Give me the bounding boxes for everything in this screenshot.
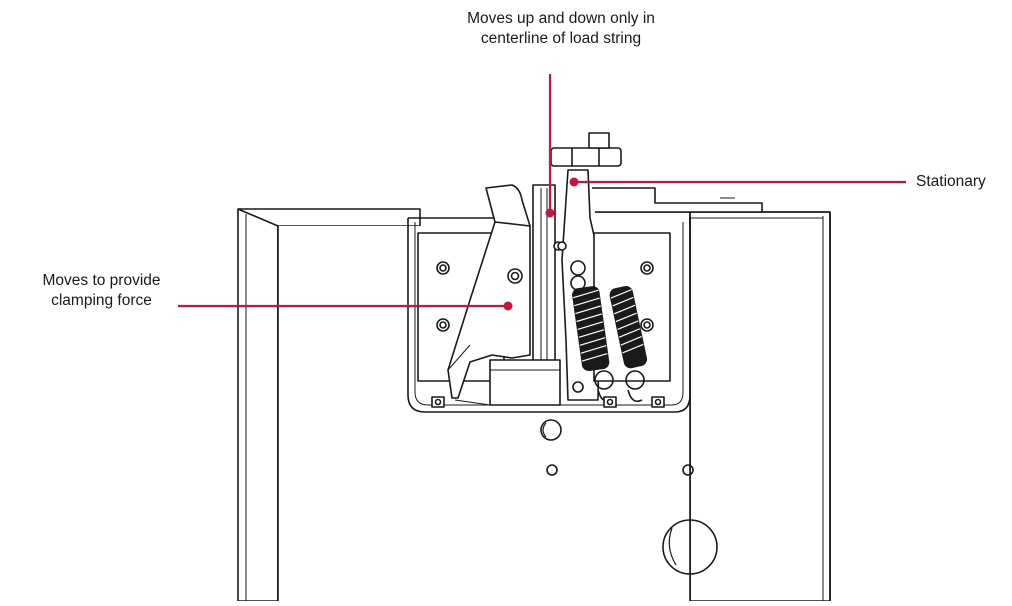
- callout-label-wedge-line-2: clamping force: [51, 292, 152, 309]
- callout-leaders: [178, 74, 906, 308]
- screw-icon: [431, 396, 665, 408]
- callout-label-stationary: Stationary: [916, 173, 986, 190]
- center-slider: [489, 184, 563, 406]
- callout-label-wedge-line-1: Moves to provide: [42, 272, 161, 289]
- body-holes: [540, 419, 718, 575]
- callout-label-slider: Moves up and down only in centerline of …: [396, 9, 726, 49]
- right-body-block: [689, 211, 831, 602]
- moving-wedge: [447, 184, 531, 399]
- callout-label-slider-line-1: Moves up and down only in: [467, 10, 655, 27]
- callout-label-slider-line-2: centerline of load string: [480, 30, 642, 47]
- spring-icon: [570, 260, 648, 403]
- callout-dot-icon: [503, 177, 579, 311]
- callout-label-moving-wedge: Moves to provide clamping force: [14, 271, 189, 311]
